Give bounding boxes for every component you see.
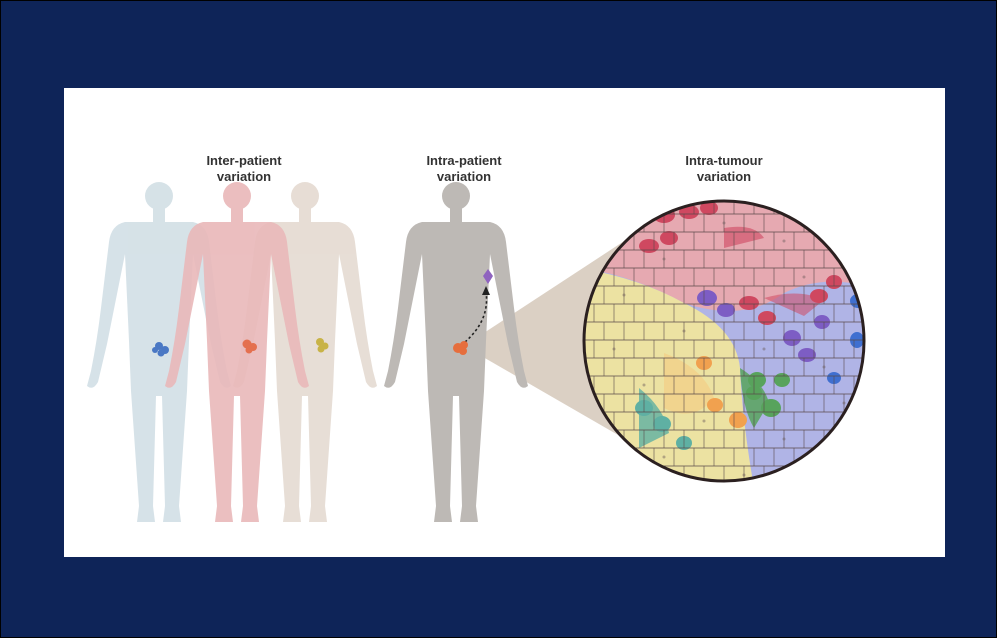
inter-patient-label-line2: variation (169, 169, 319, 185)
intra-tumour-label-line2: variation (644, 169, 804, 185)
figure-panel: Inter-patient variation Intra-patient va… (64, 88, 945, 557)
intra-patient-label-line2: variation (394, 169, 534, 185)
inter-patient-label: Inter-patient variation (169, 153, 319, 185)
intra-tumour-label: Intra-tumour variation (644, 153, 804, 185)
intra-patient-label: Intra-patient variation (394, 153, 534, 185)
inter-patient-label-line1: Inter-patient (169, 153, 319, 169)
intra-tumour-label-line1: Intra-tumour (644, 153, 804, 169)
intra-patient-label-line1: Intra-patient (394, 153, 534, 169)
tumour-cell-mosaic (579, 188, 874, 488)
